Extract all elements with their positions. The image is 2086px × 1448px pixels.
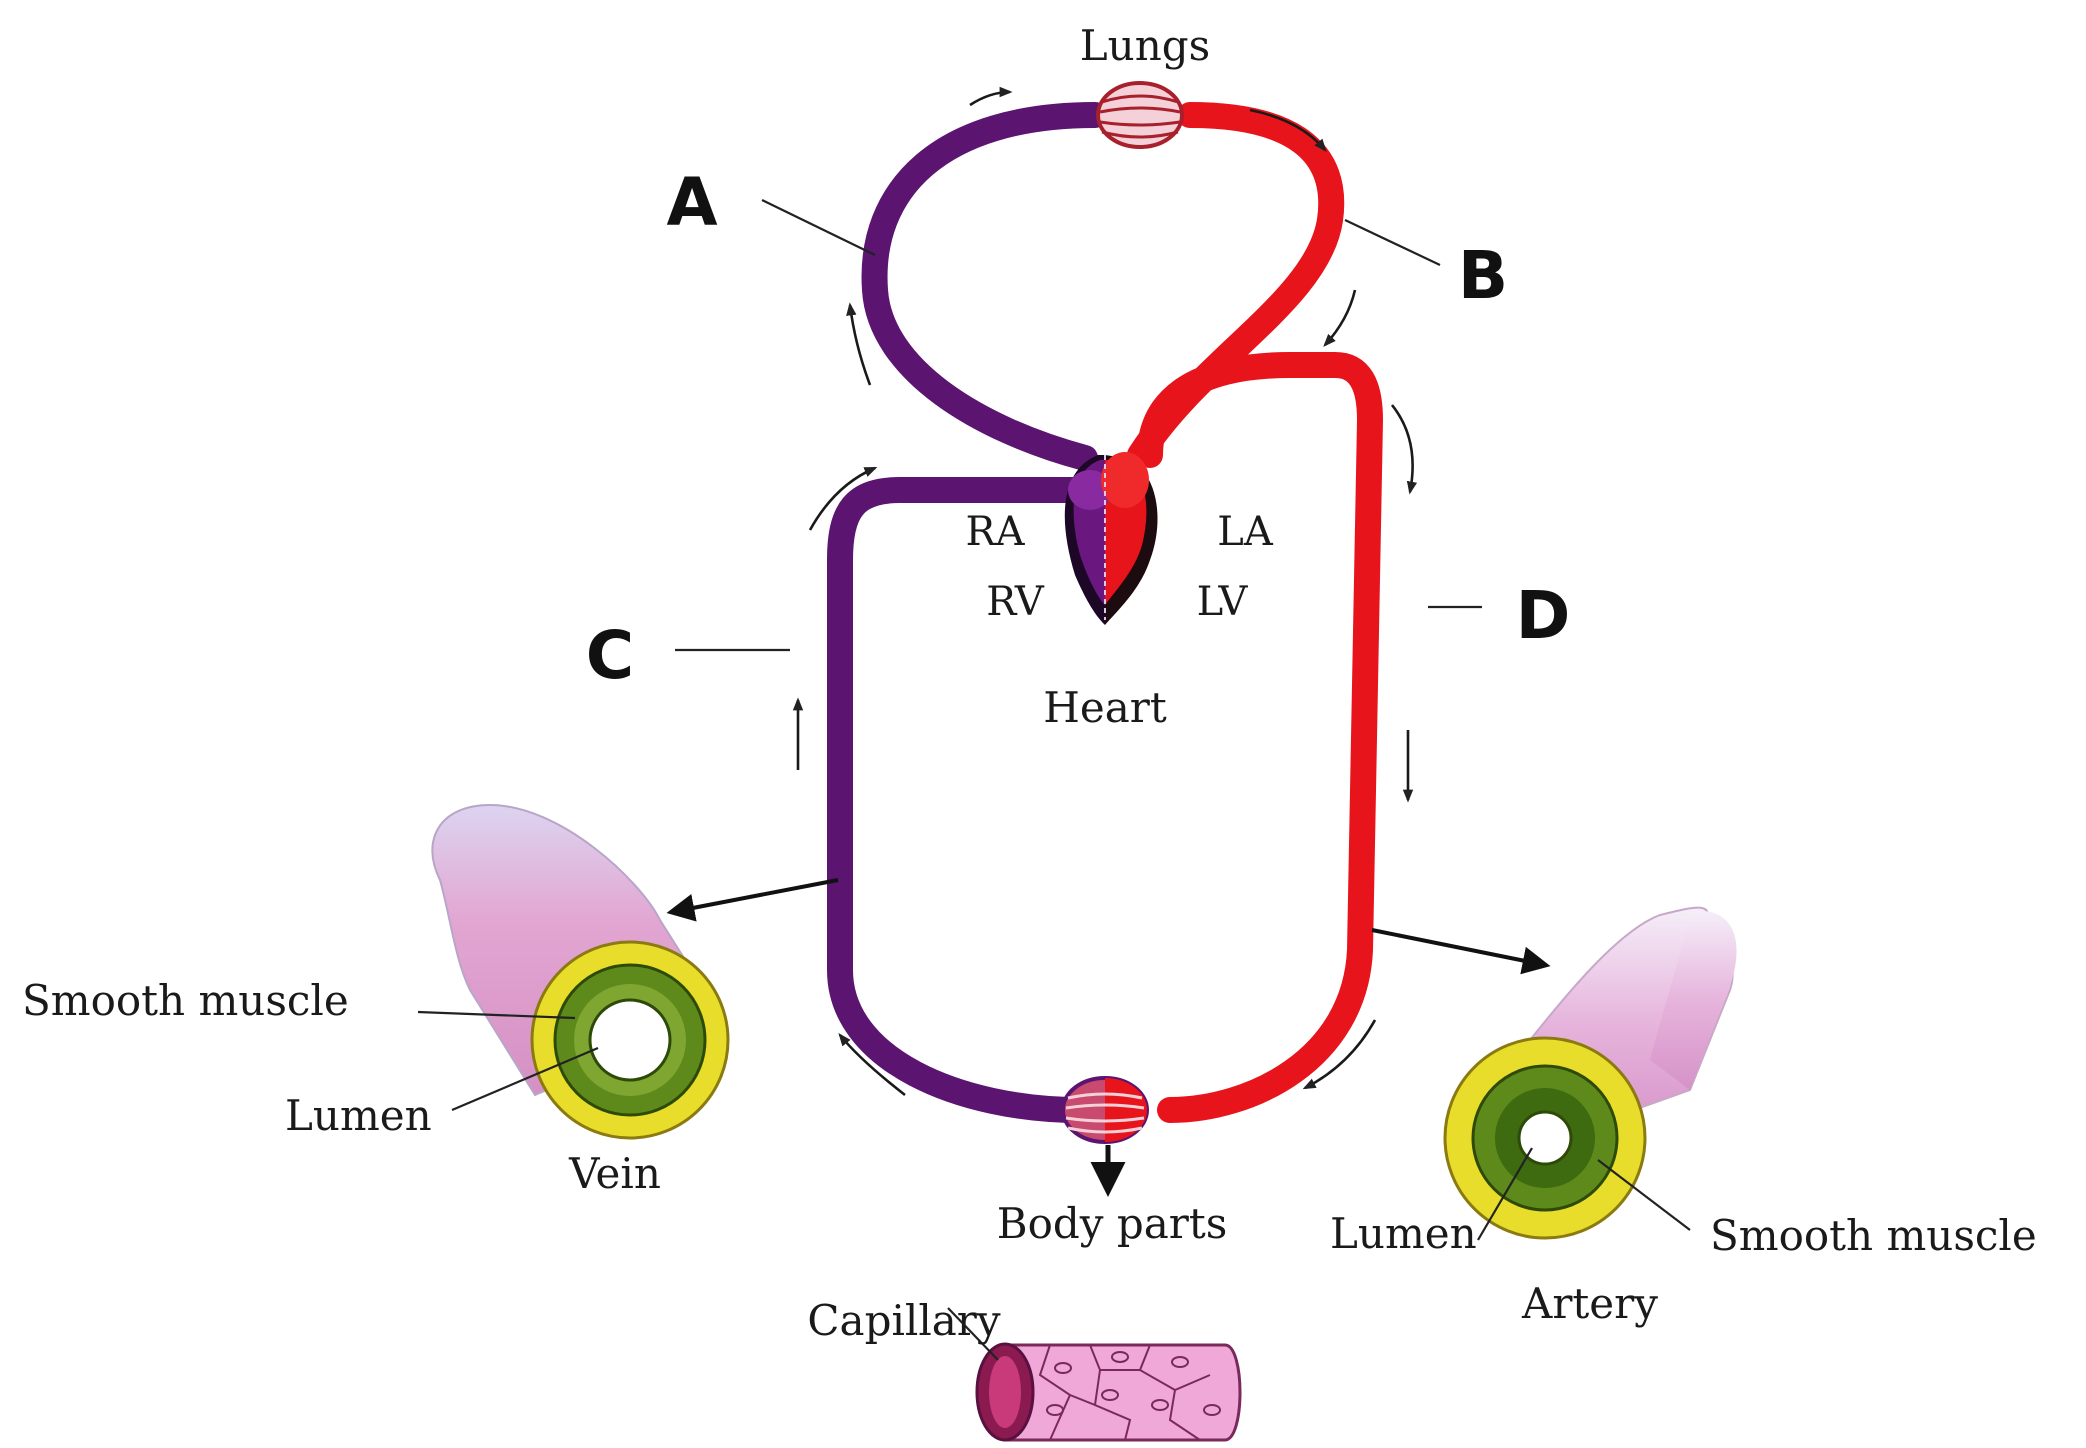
vein-lumen-label: Lumen <box>285 1091 432 1140</box>
artery-lumen-label: Lumen <box>1330 1209 1477 1258</box>
blank-label-d: D <box>1516 577 1571 654</box>
body-capillaries <box>1063 1078 1147 1142</box>
vein-label: Vein <box>568 1149 661 1198</box>
leader-b <box>1345 220 1440 265</box>
vein-illustration <box>432 805 728 1138</box>
blank-label-c: C <box>586 617 634 694</box>
vein-smooth-muscle-label: Smooth muscle <box>22 976 349 1025</box>
rv-label: RV <box>986 579 1045 625</box>
artery-smooth-muscle-label: Smooth muscle <box>1710 1211 2037 1260</box>
blank-label-b: B <box>1458 237 1508 314</box>
flow-arrow <box>970 92 1010 105</box>
lung-capillaries <box>1098 83 1182 147</box>
capillary-label: Capillary <box>807 1296 1000 1345</box>
heart-label: Heart <box>1043 683 1167 732</box>
pulmonary-artery <box>875 115 1095 458</box>
vena-cava <box>840 490 1085 1110</box>
artery-illustration <box>1445 908 1737 1238</box>
la-label: LA <box>1217 509 1274 555</box>
artery-label: Artery <box>1521 1279 1658 1328</box>
leader-a <box>762 200 875 255</box>
aorta <box>1150 365 1370 1110</box>
heart <box>1065 452 1158 625</box>
body-parts-label: Body parts <box>997 1199 1228 1248</box>
to-artery-arrow <box>1372 930 1545 965</box>
lungs-label: Lungs <box>1080 21 1210 70</box>
lv-label: LV <box>1197 579 1249 625</box>
ra-label: RA <box>965 509 1025 555</box>
blank-label-a: A <box>666 164 717 241</box>
flow-arrow <box>1325 290 1355 345</box>
to-vein-arrow <box>672 880 838 912</box>
flow-arrow <box>1392 405 1413 492</box>
capillary-illustration <box>977 1344 1240 1440</box>
